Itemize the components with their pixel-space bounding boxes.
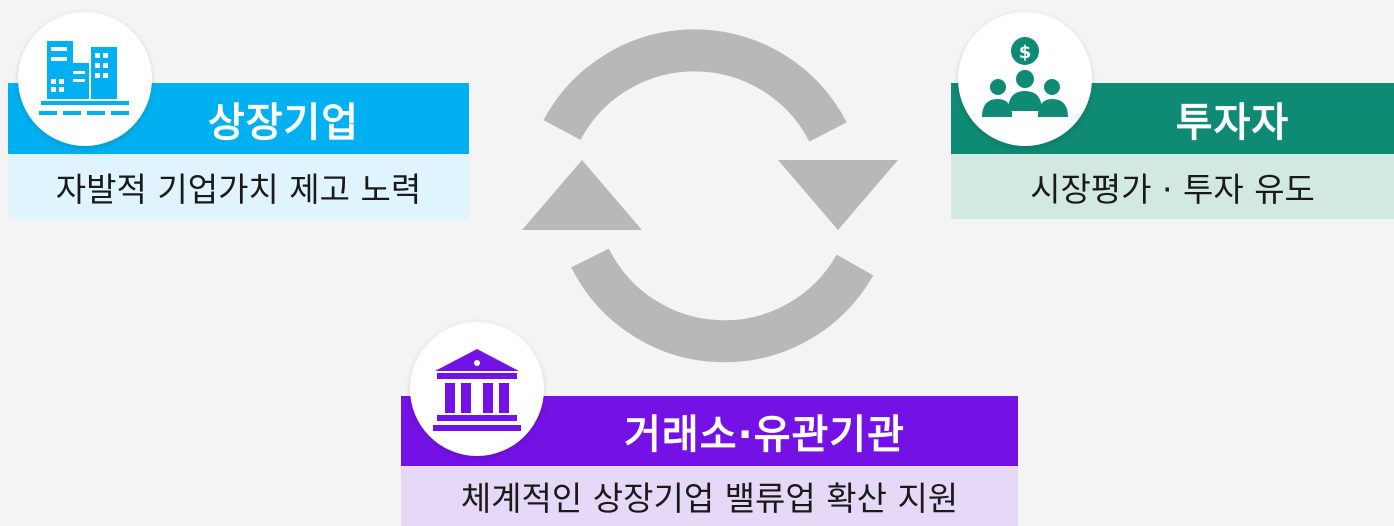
- cycle-arrowhead-right: [778, 160, 898, 230]
- cycle-arrowhead-left: [522, 160, 642, 230]
- investor-title: 투자자: [1175, 99, 1290, 146]
- svg-text:$: $: [1019, 42, 1032, 63]
- cycle-arrow-top: [543, 29, 847, 142]
- exchange-icon-circle: [410, 322, 544, 456]
- exchange-description-box: 체계적인 상장기업 밸류업 확산 지원: [401, 466, 1018, 526]
- investor-icon-circle: $: [958, 12, 1092, 146]
- listed-description-box: 자발적 기업가치 제고 노력: [8, 154, 469, 219]
- listed-icon-circle: [18, 12, 152, 146]
- exchange-title: 거래소·유관기관: [624, 412, 905, 458]
- cycle-arrow-bottom: [571, 248, 874, 363]
- investors-dollar-icon: $: [982, 37, 1068, 117]
- cycle-arrows-icon: [522, 29, 898, 363]
- office-buildings-icon: [39, 41, 129, 115]
- investor-description-box: 시장평가 · 투자 유도: [951, 154, 1394, 219]
- listed-title: 상장기업: [207, 99, 360, 146]
- listed-description: 자발적 기업가치 제고 노력: [55, 169, 422, 209]
- institution-building-icon: [433, 349, 521, 431]
- exchange-description: 체계적인 상장기업 밸류업 확산 지원: [460, 479, 959, 518]
- investor-description: 시장평가 · 투자 유도: [1030, 169, 1315, 209]
